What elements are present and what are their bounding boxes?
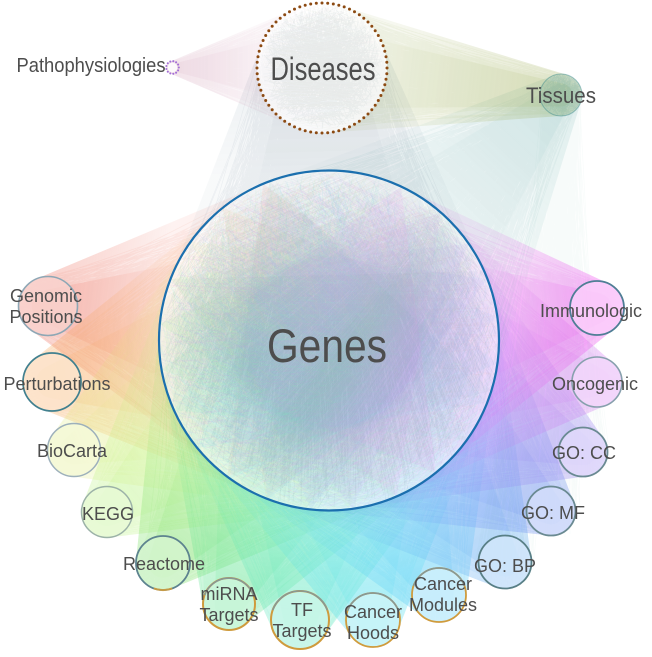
svg-text:TF: TF [291,600,313,620]
svg-text:Genomic: Genomic [10,286,82,306]
svg-text:Tissues: Tissues [526,83,596,108]
svg-text:Genes: Genes [267,319,387,372]
svg-text:Oncogenic: Oncogenic [552,374,638,394]
svg-text:Perturbations: Perturbations [3,374,110,394]
svg-text:Modules: Modules [409,595,477,615]
svg-text:Immunologic: Immunologic [540,301,642,321]
svg-text:GO: MF: GO: MF [521,503,585,523]
svg-text:Pathophysiologies: Pathophysiologies [17,55,166,77]
svg-text:Targets: Targets [199,605,258,625]
svg-text:miRNA: miRNA [201,584,258,604]
svg-text:Cancer: Cancer [344,602,402,622]
svg-text:Positions: Positions [9,307,82,327]
svg-text:Diseases: Diseases [271,51,376,87]
svg-text:KEGG: KEGG [82,504,134,524]
svg-text:GO: BP: GO: BP [474,556,536,576]
svg-text:BioCarta: BioCarta [37,441,108,461]
svg-text:GO: CC: GO: CC [552,443,616,463]
svg-text:Targets: Targets [272,621,331,641]
svg-text:Reactome: Reactome [123,554,205,574]
svg-text:Cancer: Cancer [414,574,472,594]
svg-text:Hoods: Hoods [347,623,399,643]
